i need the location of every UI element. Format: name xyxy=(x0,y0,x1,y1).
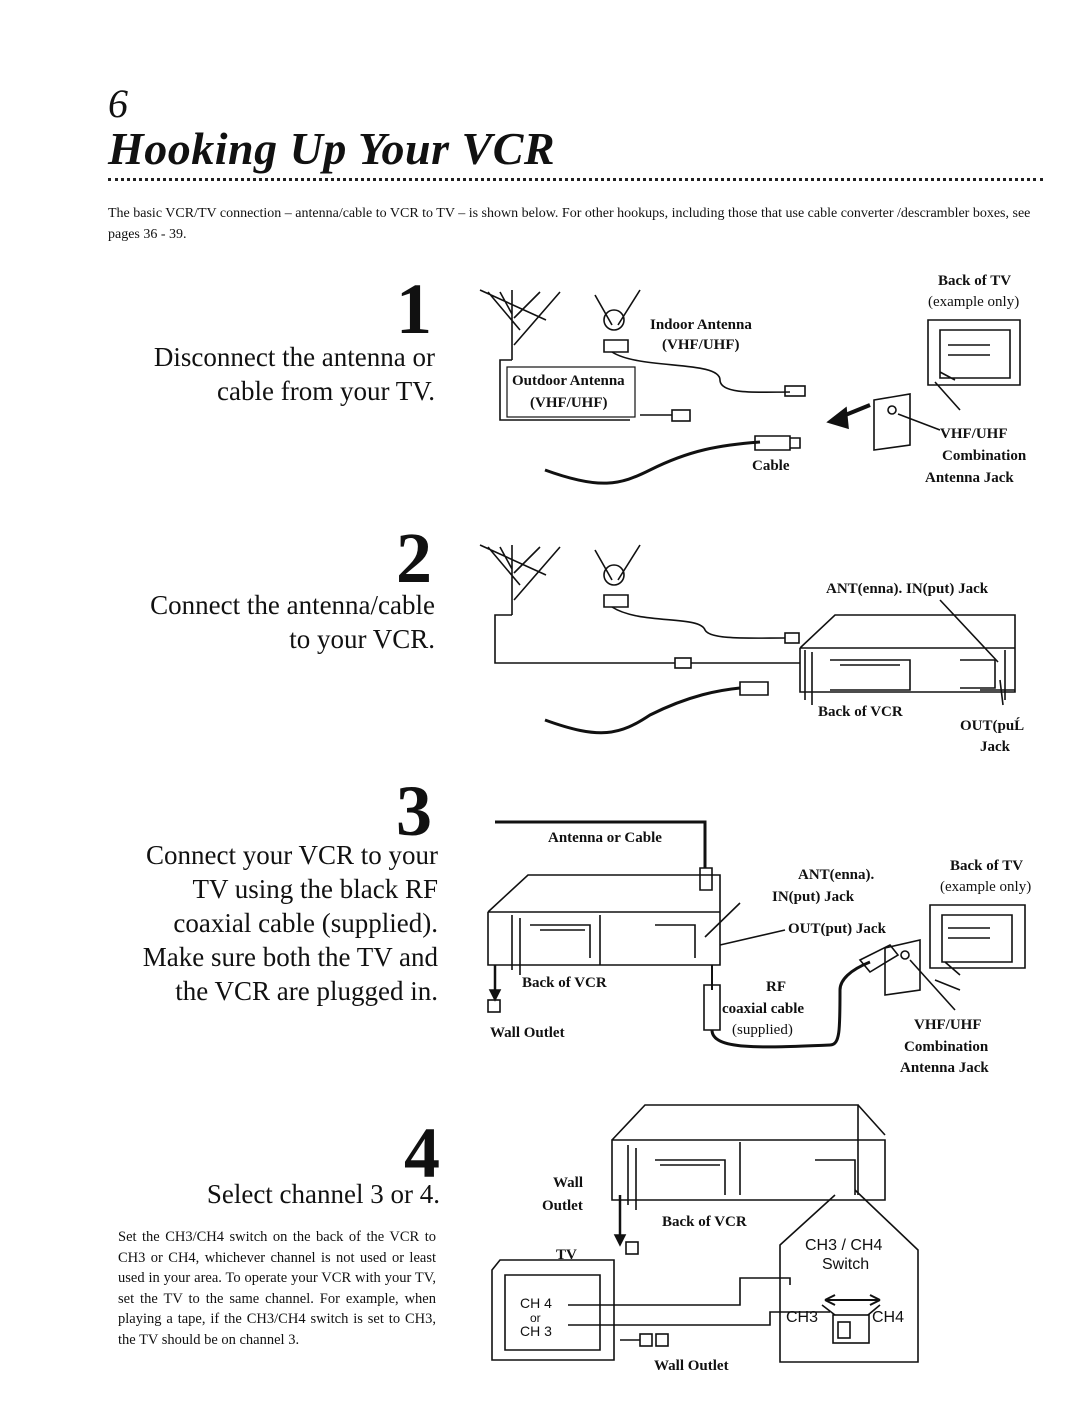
outdoor-antenna-icon xyxy=(479,289,561,360)
outdoor-antenna-sub: (VHF/UHF) xyxy=(530,395,608,411)
step-2-line: Connect the antenna/cable xyxy=(150,590,435,620)
tv-icon xyxy=(491,1259,615,1361)
tv-label: TV xyxy=(556,1247,577,1263)
step-2-text: Connect the antenna/cable to your VCR. xyxy=(90,588,435,656)
tv-or-label: or xyxy=(530,1311,541,1325)
step-3-line: Make sure both the TV and xyxy=(142,942,438,972)
cable-label: Cable xyxy=(752,458,790,474)
back-of-tv-sub-3: (example only) xyxy=(940,879,1032,895)
step-3-line: TV using the black RF xyxy=(192,874,439,904)
step-3-text: Connect your VCR to your TV using the bl… xyxy=(60,838,438,1008)
jack-label-3b: Combination xyxy=(904,1039,989,1055)
back-of-tv-label: Back of TV xyxy=(938,273,1012,289)
jack-label-2: Combination xyxy=(942,448,1027,464)
step-1-number: 1 xyxy=(396,269,432,349)
out-jack-sub: Jack xyxy=(980,739,1010,755)
vcr-icon xyxy=(799,614,1016,705)
intro-text: The basic VCR/TV connection – antenna/ca… xyxy=(108,206,1031,242)
tv-ch3-label: CH 3 xyxy=(520,1323,552,1339)
step-1-line: Disconnect the antenna or xyxy=(153,342,435,372)
wall-outlet-bottom: Wall Outlet xyxy=(654,1358,729,1374)
indoor-antenna-icon xyxy=(594,289,641,353)
switch-subtitle: Switch xyxy=(822,1256,870,1273)
step-3-number: 3 xyxy=(396,771,432,851)
back-of-tv-label-3: Back of TV xyxy=(950,858,1024,874)
step-4-text: Select channel 3 or 4. xyxy=(206,1179,440,1209)
jack-label-3a: VHF/UHF xyxy=(914,1017,982,1033)
wall-outlet-top-2: Outlet xyxy=(542,1198,583,1214)
out-jack-label: OUT(puĹ xyxy=(960,718,1025,734)
rf-label-2: coaxial cable xyxy=(722,1001,805,1017)
step-3-line: Connect your VCR to your xyxy=(146,840,438,870)
ant-in-jack-label: ANT(enna). IN(put) Jack xyxy=(826,581,989,597)
vcr-icon xyxy=(611,1104,886,1210)
step-2-line: to your VCR. xyxy=(289,624,435,654)
step-1-line: cable from your TV. xyxy=(217,376,435,406)
indoor-antenna-sub: (VHF/UHF) xyxy=(662,337,740,353)
step-1-text: Disconnect the antenna or cable from you… xyxy=(90,340,435,408)
switch-title: CH3 / CH4 xyxy=(805,1237,883,1254)
step-4-detail: Set the CH3/CH4 switch on the back of th… xyxy=(118,1229,436,1348)
step-3-line: the VCR are plugged in. xyxy=(175,976,438,1006)
ant-in-sub: IN(put) Jack xyxy=(772,889,855,905)
step-3-line: coaxial cable (supplied). xyxy=(173,908,438,938)
back-of-vcr-label-3: Back of VCR xyxy=(522,975,607,991)
tv-icon xyxy=(929,904,1026,991)
indoor-antenna-label: Indoor Antenna xyxy=(650,317,752,333)
jack-label-1: VHF/UHF xyxy=(940,426,1008,442)
back-of-tv-sub: (example only) xyxy=(928,294,1020,310)
rf-label-3: (supplied) xyxy=(732,1022,793,1038)
switch-ch3-label: CH3 xyxy=(786,1309,819,1326)
tv-icon xyxy=(927,319,1021,411)
ant-in-label: ANT(enna). xyxy=(798,867,875,883)
vcr-icon xyxy=(487,874,721,975)
antenna-or-cable-label: Antenna or Cable xyxy=(548,830,662,846)
wall-outlet-top-1: Wall xyxy=(553,1175,584,1191)
out-jack-label-3: OUT(put) Jack xyxy=(788,921,886,937)
step-4-number: 4 xyxy=(404,1113,440,1193)
jack-label-3: Antenna Jack xyxy=(925,470,1014,486)
title-divider xyxy=(108,178,1043,181)
back-of-vcr-label-4: Back of VCR xyxy=(662,1214,747,1230)
jack-label-3c: Antenna Jack xyxy=(900,1060,989,1076)
indoor-antenna-icon xyxy=(594,544,641,608)
outdoor-antenna-icon xyxy=(479,544,561,615)
outdoor-antenna-label: Outdoor Antenna xyxy=(512,373,625,389)
back-of-vcr-label: Back of VCR xyxy=(818,704,903,720)
rf-label: RF xyxy=(766,979,786,995)
tv-ch4-label: CH 4 xyxy=(520,1295,552,1311)
page-number: 6 xyxy=(108,81,128,126)
switch-ch4-label: CH4 xyxy=(872,1309,905,1326)
page-title: Hooking Up Your VCR xyxy=(108,123,556,174)
step-2-number: 2 xyxy=(396,518,432,598)
wall-outlet-label-3: Wall Outlet xyxy=(490,1025,565,1041)
